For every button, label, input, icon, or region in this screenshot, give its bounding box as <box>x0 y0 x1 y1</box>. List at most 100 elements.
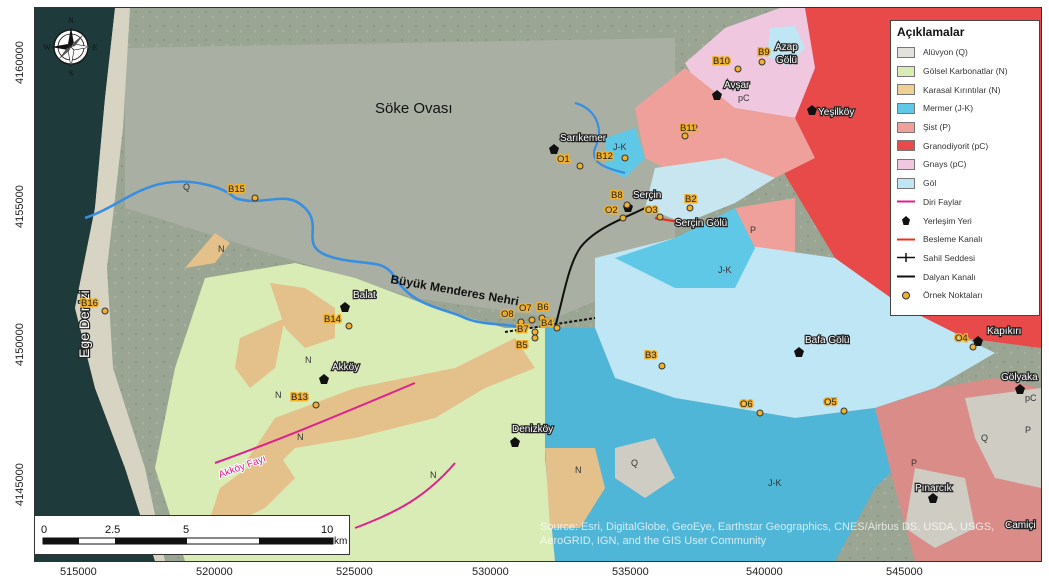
scale-tick-0: 0 <box>41 524 47 536</box>
sample-label: B5 <box>516 340 528 351</box>
y-tick: 4145000 <box>14 463 26 506</box>
legend-label: Dalyan Kanalı <box>923 271 976 282</box>
legend-symbol-icon <box>897 196 915 207</box>
x-tick: 520000 <box>196 566 233 578</box>
geologic-map[interactable]: Söke Ovası Ege Denizi Büyük Menderes Neh… <box>35 8 1041 561</box>
unit-label-n-4: N <box>297 432 304 442</box>
clastics-unit-2 <box>270 283 335 348</box>
legend-item: Gölsel Karbonatlar (N) <box>897 62 1033 81</box>
sample-label: B13 <box>291 392 308 403</box>
sample-label: B11 <box>680 123 696 134</box>
legend-item: Sahil Seddesi <box>897 249 1033 268</box>
label-sarikemer: Sarıkemer <box>560 133 607 144</box>
soke-plain <box>125 38 675 318</box>
legend-label: Gölsel Karbonatlar (N) <box>923 66 1008 77</box>
legend-item: Alüvyon (Q) <box>897 43 1033 62</box>
legend-label: Gnays (pC) <box>923 159 967 170</box>
sample-label: B9 <box>758 47 770 58</box>
legend-symbol-icon <box>897 140 915 152</box>
label-azap-1: Azap <box>775 42 798 53</box>
sample-label: B10 <box>713 56 730 67</box>
label-camici: Camiçi <box>1005 520 1036 531</box>
legend-label: Karasal Kırıntılar (N) <box>923 84 1001 95</box>
clastics-unit-5 <box>210 448 295 528</box>
source-attribution: Source: Esri, DigitalGlobe, GeoEye, Eart… <box>540 521 995 547</box>
sample-label: B2 <box>685 194 697 205</box>
unit-label-n-2: N <box>305 355 312 365</box>
x-tick: 540000 <box>746 566 783 578</box>
sample-label: O8 <box>501 309 514 320</box>
label-azap-2: Gölü <box>776 55 797 66</box>
sample-label: O2 <box>605 205 618 216</box>
unit-label-pc-2: pC <box>1025 393 1037 403</box>
legend-symbol-icon <box>897 177 915 189</box>
legend-symbol-icon <box>897 102 915 114</box>
legend-symbol-icon <box>897 121 915 133</box>
sample-label: B8 <box>611 190 623 201</box>
scale-unit: km <box>334 536 347 547</box>
label-balat: Balat <box>353 290 376 301</box>
compass-rose-icon: N S E W <box>43 16 97 78</box>
sample-label: O3 <box>645 205 658 216</box>
sample-label: O1 <box>557 154 570 165</box>
sample-label: B16 <box>81 298 98 309</box>
alluvium-denizkoy <box>615 438 675 498</box>
southern-fault <box>354 462 456 529</box>
sample-label: B3 <box>645 350 657 361</box>
legend-item: Granodiyorit (pC) <box>897 136 1033 155</box>
unit-label-p-1: P <box>692 123 698 133</box>
legend-label: Sahil Seddesi <box>923 252 975 263</box>
x-tick: 530000 <box>472 566 509 578</box>
legend-item: Gnays (pC) <box>897 155 1033 174</box>
legend-symbol-icon <box>897 290 915 301</box>
label-yesilkoy: Yeşilköy <box>818 107 854 118</box>
legend-symbol-icon <box>897 84 915 96</box>
unit-label-jk-2: J-K <box>718 265 732 275</box>
legend-item: Örnek Noktaları <box>897 286 1033 305</box>
legend-label: Mermer (J-K) <box>923 103 974 114</box>
alluvium-se <box>965 388 1041 488</box>
azap-lake <box>767 26 805 66</box>
sample-point-labels: B10 B9 B11 B12 O1 B15 B8 O2 O3 B2 B16 B1… <box>80 46 970 412</box>
unit-label-n-3: N <box>275 390 282 400</box>
scale-tick-3: 10 <box>321 524 333 536</box>
legend-label: Diri Faylar <box>923 196 962 207</box>
legend-item: Mermer (J-K) <box>897 99 1033 118</box>
scale-bar: 0 2.5 5 10 km <box>34 515 350 555</box>
label-akkoy: Akköy <box>332 362 359 373</box>
unit-label-pc-1: pC <box>738 93 750 103</box>
legend-symbol-icon <box>897 46 915 58</box>
scale-tick-2: 5 <box>183 524 189 536</box>
unit-label-n-6: N <box>575 465 582 475</box>
compass-w: W <box>43 43 51 52</box>
coastal-dike <box>504 317 596 333</box>
legend-list: Alüvyon (Q) Gölsel Karbonatlar (N) Karasal… <box>897 43 1033 305</box>
compass-n: N <box>68 16 74 25</box>
marble-unit-north <box>605 128 645 178</box>
marble-unit-central <box>615 208 755 288</box>
sample-label: O4 <box>955 333 968 344</box>
map-frame[interactable]: Söke Ovası Ege Denizi Büyük Menderes Neh… <box>34 7 1042 562</box>
menderes-river <box>84 180 526 330</box>
y-tick: 4150000 <box>14 323 26 366</box>
label-avsar: Avşar <box>724 80 750 91</box>
unit-label-p-4: P <box>1025 425 1031 435</box>
scale-bar-graphic: 0 2.5 5 10 km <box>41 524 347 547</box>
sea-area <box>35 8 155 561</box>
legend-label: Yerleşim Yeri <box>923 215 972 226</box>
coast-sand <box>75 8 165 561</box>
label-bafa-golu: Bafa Gölü <box>805 335 849 346</box>
unit-label-n-1: N <box>218 244 225 254</box>
legend-symbol-icon <box>897 65 915 77</box>
legend-item: Karasal Kırıntılar (N) <box>897 80 1033 99</box>
label-kapikiri: Kapıkırı <box>987 326 1021 337</box>
y-tick: 4155000 <box>14 185 26 228</box>
legend-label: Örnek Noktaları <box>923 290 983 301</box>
sample-label: B12 <box>596 151 613 162</box>
compass-s: S <box>69 69 73 78</box>
legend-label: Şist (P) <box>923 122 951 133</box>
sample-label: B6 <box>537 302 549 313</box>
sample-label: O7 <box>519 303 532 314</box>
legend-label: Granodiyorit (pC) <box>923 140 989 151</box>
sample-label: B15 <box>228 184 245 195</box>
